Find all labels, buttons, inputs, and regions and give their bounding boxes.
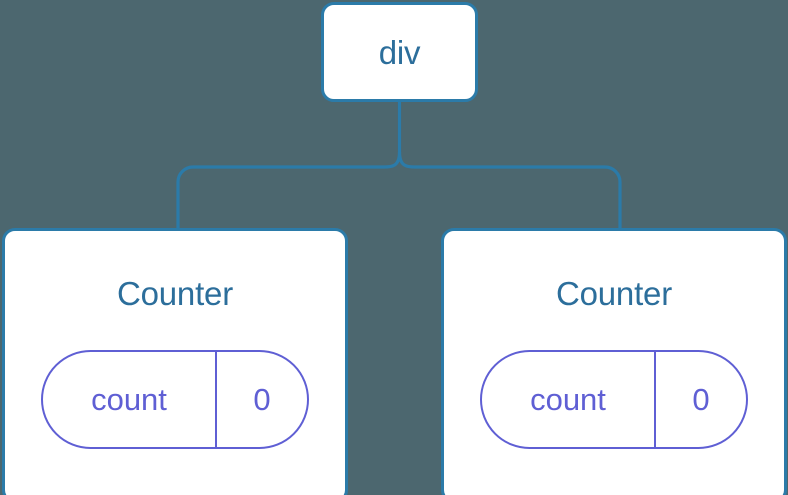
state-value-left: 0 (253, 382, 271, 417)
node-counter-left[interactable]: Counter count 0 (2, 228, 348, 495)
node-counter-right[interactable]: Counter count 0 (441, 228, 787, 495)
node-counter-left-label: Counter (116, 275, 233, 312)
node-counter-right-label: Counter (555, 275, 672, 312)
node-div[interactable]: div (321, 2, 478, 102)
state-pill-left[interactable]: count 0 (41, 350, 309, 449)
state-key-right: count (482, 352, 656, 447)
state-key-left: count (43, 352, 217, 447)
state-value-right: 0 (692, 382, 710, 417)
state-pill-right[interactable]: count 0 (480, 350, 748, 449)
edge-root-to-right-child (397, 151, 622, 229)
node-div-label: div (378, 33, 421, 71)
edge-root-to-left-child (176, 151, 402, 229)
